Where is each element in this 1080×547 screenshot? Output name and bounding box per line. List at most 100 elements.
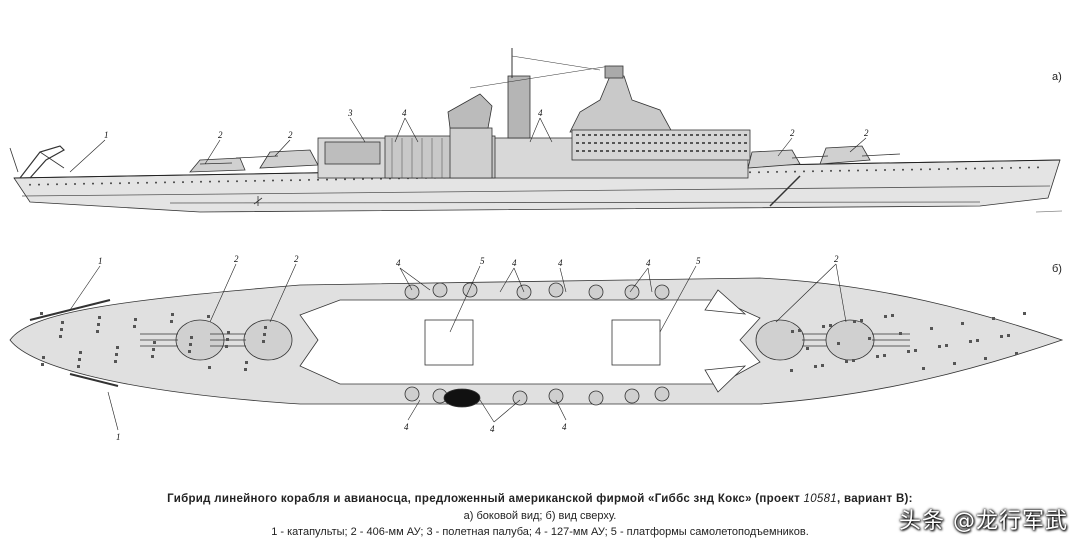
deck-fitting [1000, 335, 1003, 338]
turret-b [259, 149, 319, 169]
porthole [893, 168, 895, 171]
porthole [308, 178, 310, 181]
bridge-window [666, 134, 669, 136]
deck-fitting [891, 314, 894, 317]
bridge-window [678, 142, 681, 144]
porthole [839, 169, 841, 172]
deck-fitting [1007, 334, 1010, 337]
bridge-window [636, 142, 639, 144]
deck-fitting [245, 361, 248, 364]
porthole [110, 182, 112, 185]
deck-fitting [225, 345, 228, 348]
callout-2: 2 [864, 128, 869, 138]
porthole [875, 169, 877, 172]
deck-fitting [1015, 352, 1018, 355]
turret-d [819, 145, 871, 165]
turret-c [747, 149, 801, 169]
bridge-window [732, 150, 735, 152]
deck-fitting [969, 340, 972, 343]
callout-5: 5 [480, 256, 485, 266]
deck-fitting [914, 349, 917, 352]
deck-fitting [133, 325, 136, 328]
callout-2: 2 [790, 128, 795, 138]
porthole [830, 169, 832, 172]
porthole [857, 169, 859, 172]
deck-fitting [207, 315, 210, 318]
deck-fitting [153, 341, 156, 344]
callout-1: 1 [98, 256, 103, 266]
caption-title-post: , вариант В): [836, 493, 913, 505]
deck-fitting [961, 322, 964, 325]
deck-fitting [930, 327, 933, 330]
porthole [254, 179, 256, 182]
bridge-window [708, 150, 711, 152]
porthole [1028, 166, 1030, 169]
deck-fitting [992, 317, 995, 320]
deck-fitting [171, 313, 174, 316]
porthole [218, 180, 220, 183]
deck-fitting [97, 323, 100, 326]
catapult-top-lower [69, 373, 119, 387]
bridge-window [726, 134, 729, 136]
bridge-window [660, 134, 663, 136]
porthole [317, 178, 319, 181]
deck-fitting [263, 333, 266, 336]
secondary-mount [432, 282, 448, 298]
secondary-mount [624, 388, 640, 404]
porthole [272, 179, 274, 182]
caption-project-number: 10581 [803, 493, 837, 505]
bridge-window [612, 134, 615, 136]
funnel-top [443, 388, 481, 408]
bridge-window [696, 142, 699, 144]
bridge-window [702, 150, 705, 152]
bridge-window [636, 150, 639, 152]
porthole [344, 178, 346, 181]
callout-4: 4 [402, 108, 407, 118]
deck-fitting [77, 365, 80, 368]
deck-fitting [853, 320, 856, 323]
deck-fitting [899, 332, 902, 335]
deck-fitting [59, 335, 62, 338]
bridge-window [660, 150, 663, 152]
deck-fitting [806, 347, 809, 350]
porthole [848, 169, 850, 172]
bridge-window [582, 142, 585, 144]
callout-1: 1 [104, 130, 109, 140]
deck-fitting [114, 360, 117, 363]
bridge-window [672, 134, 675, 136]
bridge-window [600, 150, 603, 152]
porthole [983, 167, 985, 170]
deck-fitting [790, 369, 793, 372]
bridge-window [582, 134, 585, 136]
deck-fitting [208, 366, 211, 369]
bridge-window [702, 142, 705, 144]
porthole [173, 181, 175, 184]
bridge-window [666, 150, 669, 152]
porthole [29, 183, 31, 186]
porthole [758, 171, 760, 174]
porthole [74, 183, 76, 185]
callout-2: 2 [834, 254, 839, 264]
porthole [749, 171, 751, 174]
porthole [47, 183, 49, 186]
porthole [821, 170, 823, 173]
bridge-window [726, 142, 729, 144]
bridge-window [744, 142, 747, 144]
porthole [335, 178, 337, 181]
bridge-window [624, 150, 627, 152]
bridge-window [642, 150, 645, 152]
porthole [794, 170, 796, 173]
callout-4: 4 [404, 422, 409, 432]
callout-5: 5 [696, 256, 701, 266]
callout-3: 3 [347, 108, 353, 118]
secondary-mounts [404, 282, 670, 406]
deck-fitting [798, 329, 801, 332]
bridge-window [618, 150, 621, 152]
porthole [956, 167, 958, 170]
porthole [245, 180, 247, 182]
deck-fitting [134, 318, 137, 321]
funnel [447, 93, 493, 129]
deck-fitting [98, 316, 101, 319]
bridge-window [654, 142, 657, 144]
deck-fitting [190, 336, 193, 339]
